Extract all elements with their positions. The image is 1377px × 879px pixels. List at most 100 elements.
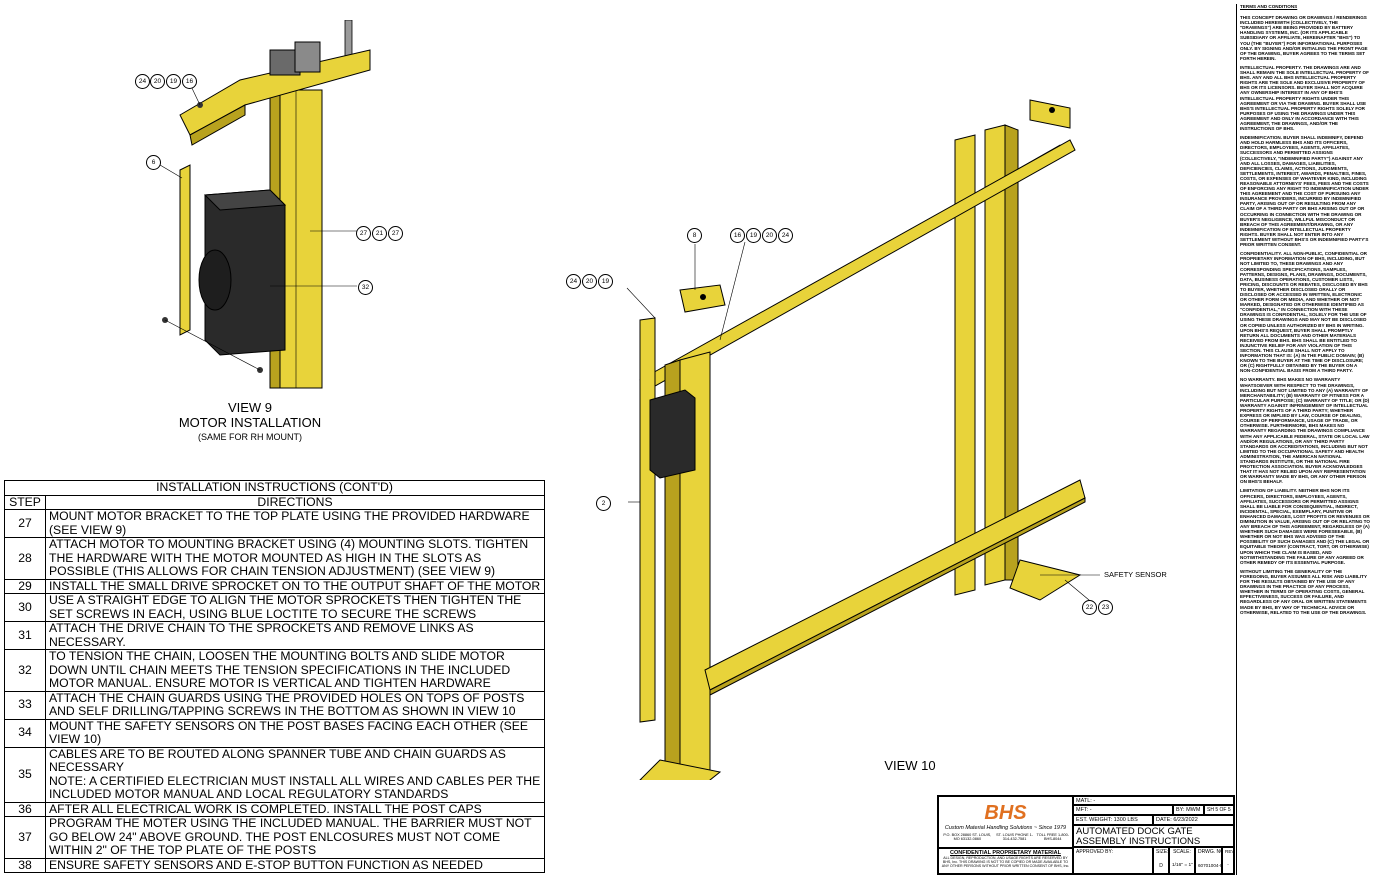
step-text: ATTACH THE DRIVE CHAIN TO THE SPROCKETS …: [45, 621, 545, 650]
by-cell: BY: MWM: [1173, 805, 1204, 815]
terms-paragraph: CONFIDENTIALITY. ALL NON-PUBLIC, CONFIDE…: [1240, 251, 1368, 374]
bhs-logo: BHS: [984, 802, 1027, 824]
scale-label: SCALE:: [1173, 849, 1191, 855]
terms-and-conditions: TERMS AND CONDITIONS THIS CONCEPT DRAWIN…: [1236, 4, 1370, 875]
callout-24-v10: 24: [778, 228, 793, 243]
terms-heading: TERMS AND CONDITIONS: [1240, 4, 1298, 9]
terms-paragraph: THIS CONCEPT DRAWING OR DRAWINGS / RENDE…: [1240, 15, 1368, 61]
terms-paragraph: INTELLECTUAL PROPERTY. THE DRAWINGS ARE …: [1240, 64, 1369, 132]
callout-21-v9: 21: [372, 226, 387, 241]
view9-subtitle: MOTOR INSTALLATION: [178, 415, 322, 430]
safety-sensor-label: SAFETY SENSOR: [1104, 570, 1167, 579]
address-3: TOLL FREE 1-800-BHS-8044: [1036, 833, 1069, 841]
terms-paragraph: NO WARRANTY. BHS MAKES NO WARRANTY WHATS…: [1240, 377, 1370, 485]
step-number: 31: [4, 621, 46, 650]
callout-32-v9: 32: [358, 280, 373, 295]
step-number: 34: [4, 718, 46, 748]
step-number: 38: [4, 857, 46, 873]
callout-23-v10: 23: [1098, 600, 1113, 615]
view10-title: VIEW 10: [884, 758, 936, 773]
step-text: ENSURE SAFETY SENSORS AND E-STOP BUTTON …: [45, 857, 545, 873]
drawing-no-cell: DRWG. NO. 60701004-I: [1195, 847, 1222, 874]
callout-22-v10: 22: [1082, 600, 1097, 615]
terms-paragraph: WITHOUT LIMITING THE GENERALITY OF THE F…: [1240, 568, 1367, 615]
weight-cell: EST. WEIGHT: 1300 LBS: [1073, 815, 1153, 825]
step-number: 28: [4, 537, 46, 580]
rev-value: -: [1227, 862, 1229, 867]
step-text: PROGRAM THE MOTER USING THE INCLUDED MAN…: [45, 816, 545, 859]
drawing-title-1: AUTOMATED DOCK GATE: [1076, 826, 1193, 837]
callout-27b-v9: 27: [388, 226, 403, 241]
callout-20-v10: 20: [762, 228, 777, 243]
installation-instructions-table: INSTALLATION INSTRUCTIONS (CONT'D) STEP …: [4, 480, 545, 873]
sheet-cell: SH 5 OF 5: [1204, 805, 1234, 815]
size-label: SIZE:: [1156, 849, 1169, 855]
step-number: 35: [4, 746, 46, 803]
callout-2-v10: 2: [596, 496, 611, 511]
proprietary-notice: CONFIDENTIAL PROPRIETARY MATERIAL ALL DE…: [938, 848, 1073, 874]
drawing-title-cell: AUTOMATED DOCK GATE ASSEMBLY INSTRUCTION…: [1073, 825, 1234, 847]
scale-cell: SCALE: 1/16" = 1": [1169, 847, 1195, 874]
size-value: D: [1159, 863, 1163, 869]
drawing-no-value: 60701004-I: [1198, 863, 1222, 868]
title-block: BHS Custom Material Handling Solutions ~…: [937, 795, 1235, 875]
callout-8-v10: 8: [687, 228, 702, 243]
callout-16-v10: 16: [730, 228, 745, 243]
view9-title: VIEW 9: [227, 400, 273, 415]
callout-20-v9: 20: [150, 74, 165, 89]
mft-cell: MFT: -: [1073, 805, 1173, 815]
drawing-title-2: ASSEMBLY INSTRUCTIONS: [1076, 836, 1201, 847]
address-2: ST. LOUIS PHONE 1-314-432-7581: [996, 833, 1034, 841]
step-text: ATTACH THE CHAIN GUARDS USING THE PROVID…: [45, 690, 545, 720]
step-text: INSTALL THE SMALL DRIVE SPROCKET ON TO T…: [45, 578, 545, 594]
address-1: P.O. BOX 28860 ST. LOUIS, MO 63132-0860: [943, 833, 992, 841]
step-text: USE A STRAIGHT EDGE TO ALIGN THE MOTOR S…: [45, 593, 545, 622]
step-text: CABLES ARE TO BE ROUTED ALONG SPANNER TU…: [45, 746, 545, 803]
callout-24b-v10: 24: [566, 274, 581, 289]
prop-text: ALL DESIGN, REPRODUCTION, AND USAGE RIGH…: [941, 856, 1070, 868]
callout-20b-v10: 20: [582, 274, 597, 289]
callout-19-v9: 19: [166, 74, 181, 89]
view9-motor-drawing: [159, 20, 371, 389]
callout-6-v9: 6: [146, 155, 161, 170]
step-text: MOUNT MOTOR BRACKET TO THE TOP PLATE USI…: [45, 509, 545, 538]
rev-label: REV.: [1225, 849, 1234, 854]
step-number: 29: [4, 578, 46, 594]
drawing-no-label: DRWG. NO.: [1198, 849, 1221, 855]
step-number: 32: [4, 649, 46, 692]
date-cell: DATE: 6/23/2022: [1153, 815, 1234, 825]
material-cell: MATL: -: [1073, 796, 1234, 805]
step-text: ATTACH MOTOR TO MOUNTING BRACKET USING (…: [45, 537, 545, 580]
rev-cell: REV. -: [1222, 847, 1234, 874]
step-text: MOUNT THE SAFETY SENSORS ON THE POST BAS…: [45, 718, 545, 748]
tagline: Custom Material Handling Solutions ~ Sin…: [944, 825, 1067, 831]
step-text: AFTER ALL ELECTRICAL WORK IS COMPLETED. …: [45, 801, 545, 817]
prop-heading: CONFIDENTIAL PROPRIETARY MATERIAL: [950, 850, 1061, 856]
step-number: 37: [4, 816, 46, 859]
step-number: 27: [4, 509, 46, 538]
step-number: 36: [4, 801, 46, 817]
scale-value: 1/16" = 1": [1172, 863, 1193, 868]
view10-gate-drawing: [626, 99, 1100, 780]
col-directions-header: DIRECTIONS: [45, 494, 545, 510]
view9-note: (SAME FOR RH MOUNT): [198, 432, 302, 442]
callout-19b-v10: 19: [598, 274, 613, 289]
step-text: TO TENSION THE CHAIN, LOOSEN THE MOUNTIN…: [45, 649, 545, 692]
callout-19-v10: 19: [746, 228, 761, 243]
terms-paragraph: INDEMNIFICATION. BUYER SHALL INDEMNIFY, …: [1240, 135, 1369, 248]
callout-24-v9: 24: [135, 74, 150, 89]
callout-27a-v9: 27: [356, 226, 371, 241]
